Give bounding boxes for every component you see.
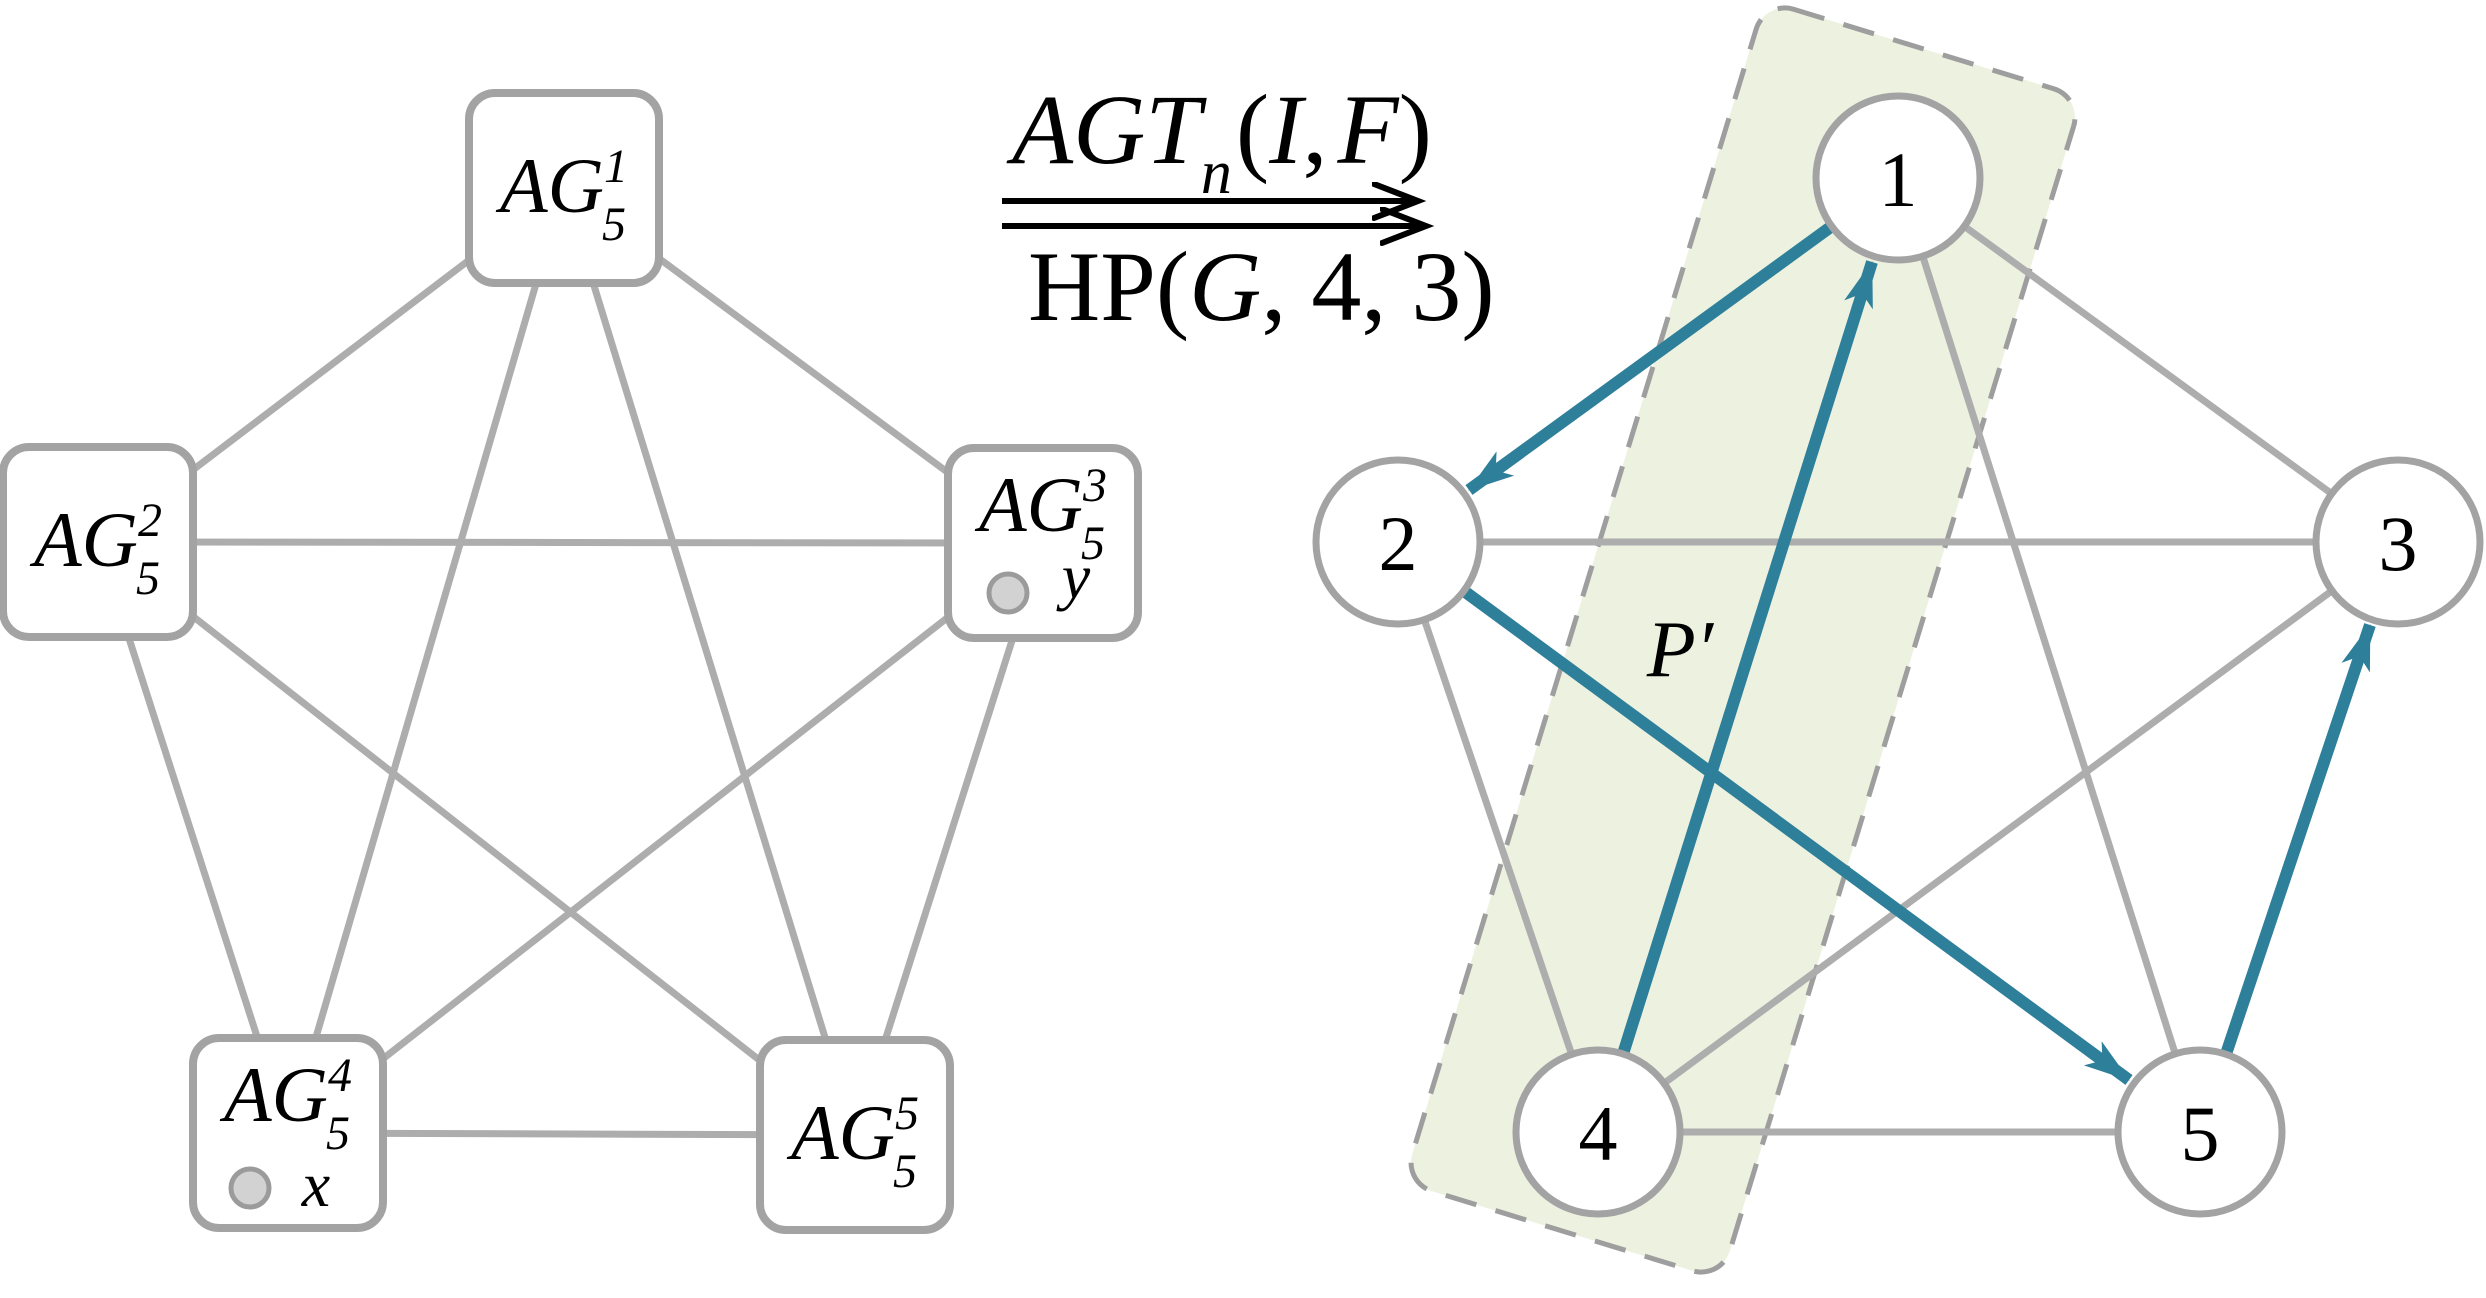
left-edge-2-3 [94, 538, 1047, 547]
right-edge-1-3 [1894, 174, 2402, 546]
right-graph-path-arrows [1460, 221, 2376, 1085]
right-edge-3-4 [1594, 538, 2402, 1136]
right-node-4-circle [1512, 1046, 1684, 1218]
right-edge-2-4 [1394, 538, 1602, 1136]
path-arrow-5-to-3 [2220, 623, 2376, 1056]
right-node-2-label: 2 [1379, 500, 1418, 587]
right-node-3: 3 [2312, 456, 2484, 628]
right-node-2-circle [1312, 456, 1484, 628]
left-edge-1-4 [284, 184, 568, 1137]
left-node-ag1-box [465, 89, 663, 287]
right-node-4: 4 [1512, 1046, 1684, 1218]
left-node-ag2-box [0, 443, 197, 641]
right-node-2: 2 [1312, 456, 1484, 628]
highlighted-path-region-group [1408, 5, 2078, 1275]
path-arrow-2-to-5 [1460, 586, 2133, 1085]
right-edge-1-5 [1894, 174, 2204, 1136]
right-graph-nodes: 1 2 3 4 5 [1312, 92, 2484, 1218]
right-node-4-label: 4 [1579, 1090, 1618, 1177]
transformation-bottom-label: HP(G, 4, 3) [1028, 231, 1495, 342]
left-node-ag4-port-dot [228, 1166, 272, 1210]
right-node-1-label: 1 [1879, 136, 1918, 223]
transformation-top-label: AGTn(I,F) [1006, 74, 1432, 207]
path-arrow-1-to-2 [1465, 221, 1836, 495]
right-node-5-circle [2114, 1046, 2286, 1218]
path-label: P′ [1646, 606, 1715, 694]
right-node-1-circle [1812, 92, 1984, 264]
left-node-ag3-port-label: y [1056, 541, 1091, 612]
left-graph-edges [94, 184, 1047, 1139]
left-node-ag3-port-dot [986, 571, 1030, 615]
left-node-ag5-box [756, 1036, 954, 1234]
right-node-3-circle [2312, 456, 2484, 628]
right-node-5: 5 [2114, 1046, 2286, 1218]
path-arrow-4-to-1 [1617, 260, 1878, 1056]
left-edge-2-5 [94, 538, 859, 1139]
left-node-ag4-port-label: x [301, 1149, 330, 1220]
right-graph-gray-edges [1394, 174, 2402, 1136]
right-node-3-label: 3 [2379, 500, 2418, 587]
right-node-1: 1 [1812, 92, 1984, 264]
transformation-group: AGTn(I,F) HP(G, 4, 3) [1002, 74, 1495, 342]
highlighted-path-region [1408, 5, 2078, 1275]
left-edge-1-5 [560, 184, 859, 1139]
left-edge-3-4 [284, 539, 1047, 1137]
right-node-5-label: 5 [2181, 1090, 2220, 1177]
